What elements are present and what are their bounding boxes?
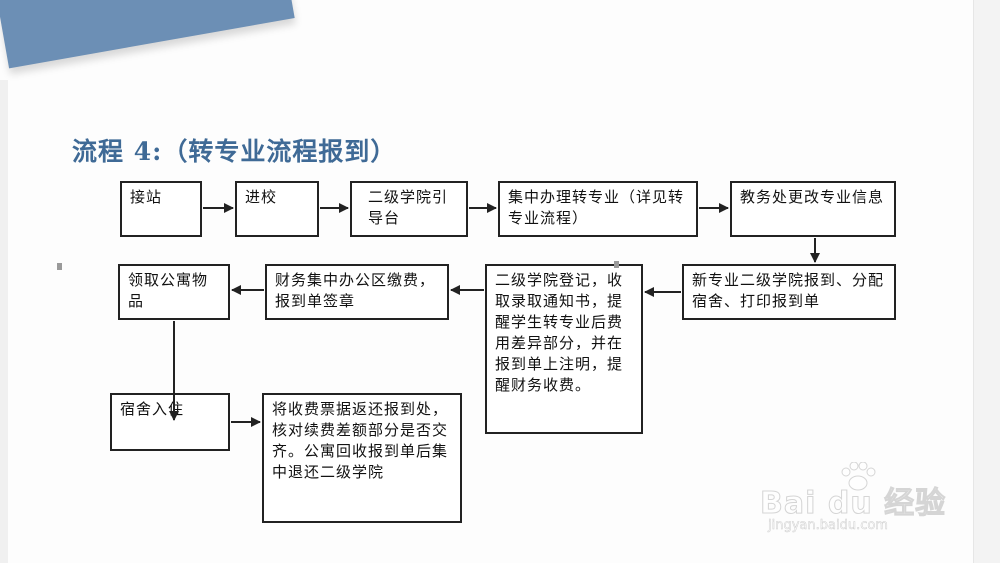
right-margin xyxy=(973,0,1000,563)
step-box-register-new-college: 新专业二级学院报到、分配宿舍、打印报到单 xyxy=(682,264,896,320)
selection-handle xyxy=(614,261,619,268)
watermark-brand: Bai du 经验 xyxy=(759,486,947,522)
paw-icon xyxy=(841,462,876,491)
step-box-check-in: 宿舍入住 xyxy=(110,393,230,451)
step-box-college-registration: 二级学院登记，收取录取通知书，提醒学生转专业后费用差异部分，并在报到单上注明，提… xyxy=(485,264,643,434)
watermark-url: jingyan.baidu.com xyxy=(768,518,888,534)
watermark: Bai du 经验 jingyan.baidu.com xyxy=(759,462,980,540)
step-box-update-info: 教务处更改专业信息 xyxy=(730,181,896,237)
step-box-enter-campus: 进校 xyxy=(235,181,319,237)
diagram-title: 流程 4:（转专业流程报到） xyxy=(72,137,397,166)
step-box-collect-items: 领取公寓物品 xyxy=(118,264,230,320)
step-box-transfer-major: 集中办理转专业（详见转专业流程） xyxy=(498,181,698,237)
step-box-pickup: 接站 xyxy=(120,181,202,237)
step-box-payment: 财务集中办公区缴费，报到单签章 xyxy=(265,264,449,320)
selection-handle xyxy=(57,263,62,270)
step-box-return-receipt: 将收费票据返还报到处，核对续费差额部分是否交齐。公寓回收报到单后集中退还二级学院 xyxy=(262,393,462,523)
left-margin xyxy=(0,80,8,563)
step-box-guide-desk: 二级学院引导台 xyxy=(350,181,468,237)
